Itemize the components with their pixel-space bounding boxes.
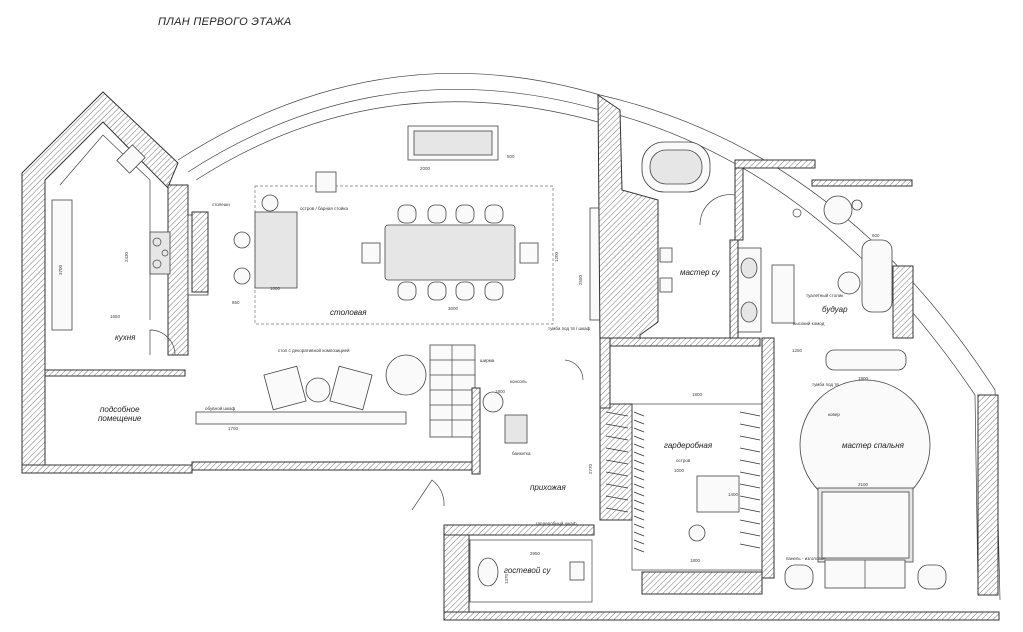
svg-text:банкетка: банкетка bbox=[512, 451, 531, 456]
dining-table bbox=[384, 224, 516, 281]
svg-text:1000: 1000 bbox=[270, 286, 281, 291]
island-counter bbox=[254, 211, 298, 289]
svg-text:туалетный столик: туалетный столик bbox=[806, 292, 843, 298]
room-label-master-bedroom: мастер спальня bbox=[842, 441, 905, 450]
svg-text:1250: 1250 bbox=[792, 348, 803, 353]
guest-bath-wall bbox=[443, 524, 595, 536]
toilet bbox=[659, 247, 673, 263]
wall-bath-living bbox=[599, 337, 611, 409]
svg-text:1900: 1900 bbox=[858, 376, 869, 381]
svg-text:высокий комод: высокий комод bbox=[793, 320, 825, 326]
svg-text:1370: 1370 bbox=[504, 573, 509, 584]
dressing-table bbox=[861, 239, 893, 313]
plan-title: ПЛАН ПЕРВОГО ЭТАЖА bbox=[158, 16, 292, 28]
room-label-utility: подсобное bbox=[100, 405, 140, 414]
room-label-utility-2: помещение bbox=[98, 414, 142, 423]
shower-wall bbox=[734, 159, 816, 169]
high-dresser bbox=[771, 264, 795, 324]
wardrobe-bottom-hatch bbox=[641, 571, 763, 595]
svg-text:1700: 1700 bbox=[228, 426, 239, 431]
room-label-hallway: прихожая bbox=[530, 483, 566, 492]
column-block bbox=[315, 171, 337, 193]
svg-text:обувной шкаф: обувной шкаф bbox=[205, 405, 236, 411]
boudoir-chair bbox=[823, 195, 853, 225]
svg-text:2950: 2950 bbox=[530, 551, 541, 556]
guest-sink bbox=[477, 557, 499, 587]
kitchen-counter-left bbox=[51, 199, 73, 331]
room-label-master-bath: мастер су bbox=[680, 268, 721, 277]
svg-text:тумба под тв: тумба под тв bbox=[812, 382, 839, 387]
kitchen-door-swing bbox=[149, 329, 176, 356]
wardrobe-hangers-right bbox=[739, 411, 761, 549]
pantry-cabinet bbox=[191, 211, 209, 293]
svg-text:панель - изголовье: панель - изголовье bbox=[786, 556, 826, 561]
svg-text:1800: 1800 bbox=[692, 392, 703, 397]
svg-text:1000: 1000 bbox=[674, 468, 685, 473]
svg-text:850: 850 bbox=[232, 300, 240, 305]
dining-chairs-top bbox=[397, 204, 504, 224]
staircase bbox=[429, 344, 476, 438]
svg-text:гардеробный шкаф: гардеробный шкаф bbox=[536, 520, 577, 526]
room-label-boudoir: будуар bbox=[822, 305, 848, 314]
svg-text:2430: 2430 bbox=[124, 251, 129, 262]
shoe-cabinet bbox=[195, 411, 407, 425]
svg-text:столешн: столешн bbox=[212, 202, 230, 207]
svg-text:2770: 2770 bbox=[588, 463, 593, 474]
nightstand-right bbox=[917, 564, 947, 590]
wardrobe-hangers-left bbox=[633, 411, 645, 553]
hall-wall-vertical bbox=[471, 387, 481, 475]
utility-top-wall bbox=[44, 369, 186, 377]
svg-text:600: 600 bbox=[872, 233, 880, 238]
room-label-guest-bath: гостевой су bbox=[504, 566, 551, 575]
kitchen-inner-wall-right bbox=[167, 184, 189, 356]
room-label-kitchen: кухня bbox=[115, 333, 136, 342]
svg-text:3700: 3700 bbox=[58, 264, 63, 275]
right-facade-wall bbox=[977, 394, 999, 596]
guest-toilet bbox=[569, 561, 585, 581]
svg-text:1800: 1800 bbox=[690, 558, 701, 563]
room-label-dining: столовая bbox=[330, 308, 367, 317]
boudoir-wall bbox=[811, 179, 913, 187]
cooktop bbox=[149, 231, 171, 275]
svg-text:1800: 1800 bbox=[495, 389, 506, 394]
armchair-right bbox=[329, 365, 373, 411]
master-bath-wall bbox=[597, 94, 659, 346]
dining-chairs-bottom bbox=[397, 281, 504, 301]
nightstand-left bbox=[784, 564, 814, 590]
bidet bbox=[659, 277, 673, 293]
shower-door-arc bbox=[699, 194, 736, 226]
wardrobe-shelf-left bbox=[605, 411, 629, 513]
kitchen-sink bbox=[116, 144, 146, 174]
svg-text:стол с декоративной композицие: стол с декоративной композицией bbox=[278, 347, 350, 353]
svg-text:ковер: ковер bbox=[828, 412, 840, 417]
svg-text:2100: 2100 bbox=[858, 482, 869, 487]
svg-text:1650: 1650 bbox=[110, 314, 121, 319]
living-bottom-wall bbox=[191, 461, 473, 471]
svg-text:2000: 2000 bbox=[420, 166, 431, 171]
bench bbox=[504, 414, 528, 444]
wardrobe-island bbox=[696, 475, 740, 513]
entrance-door bbox=[411, 479, 445, 511]
svg-text:остров / барная стойка: остров / барная стойка bbox=[300, 205, 348, 211]
svg-text:1200: 1200 bbox=[554, 251, 559, 262]
svg-text:500: 500 bbox=[507, 154, 515, 159]
round-side-table bbox=[385, 354, 427, 396]
facade-window-line bbox=[195, 101, 599, 181]
console-round bbox=[482, 391, 504, 413]
svg-text:1400: 1400 bbox=[728, 492, 739, 497]
svg-text:остров: остров bbox=[676, 458, 691, 463]
svg-text:консоль: консоль bbox=[510, 379, 527, 384]
svg-text:ширма: ширма bbox=[480, 358, 495, 363]
svg-text:2550: 2550 bbox=[578, 274, 583, 285]
room-label-wardrobe: гардеробная bbox=[664, 441, 713, 450]
guest-bath bbox=[469, 539, 593, 603]
svg-text:тумба под тв / шкаф: тумба под тв / шкаф bbox=[548, 326, 591, 331]
kitchen-bottom-wall bbox=[21, 464, 193, 474]
tv-stand-bedroom bbox=[825, 349, 907, 371]
armchair-left bbox=[263, 365, 307, 411]
svg-text:3000: 3000 bbox=[448, 306, 459, 311]
